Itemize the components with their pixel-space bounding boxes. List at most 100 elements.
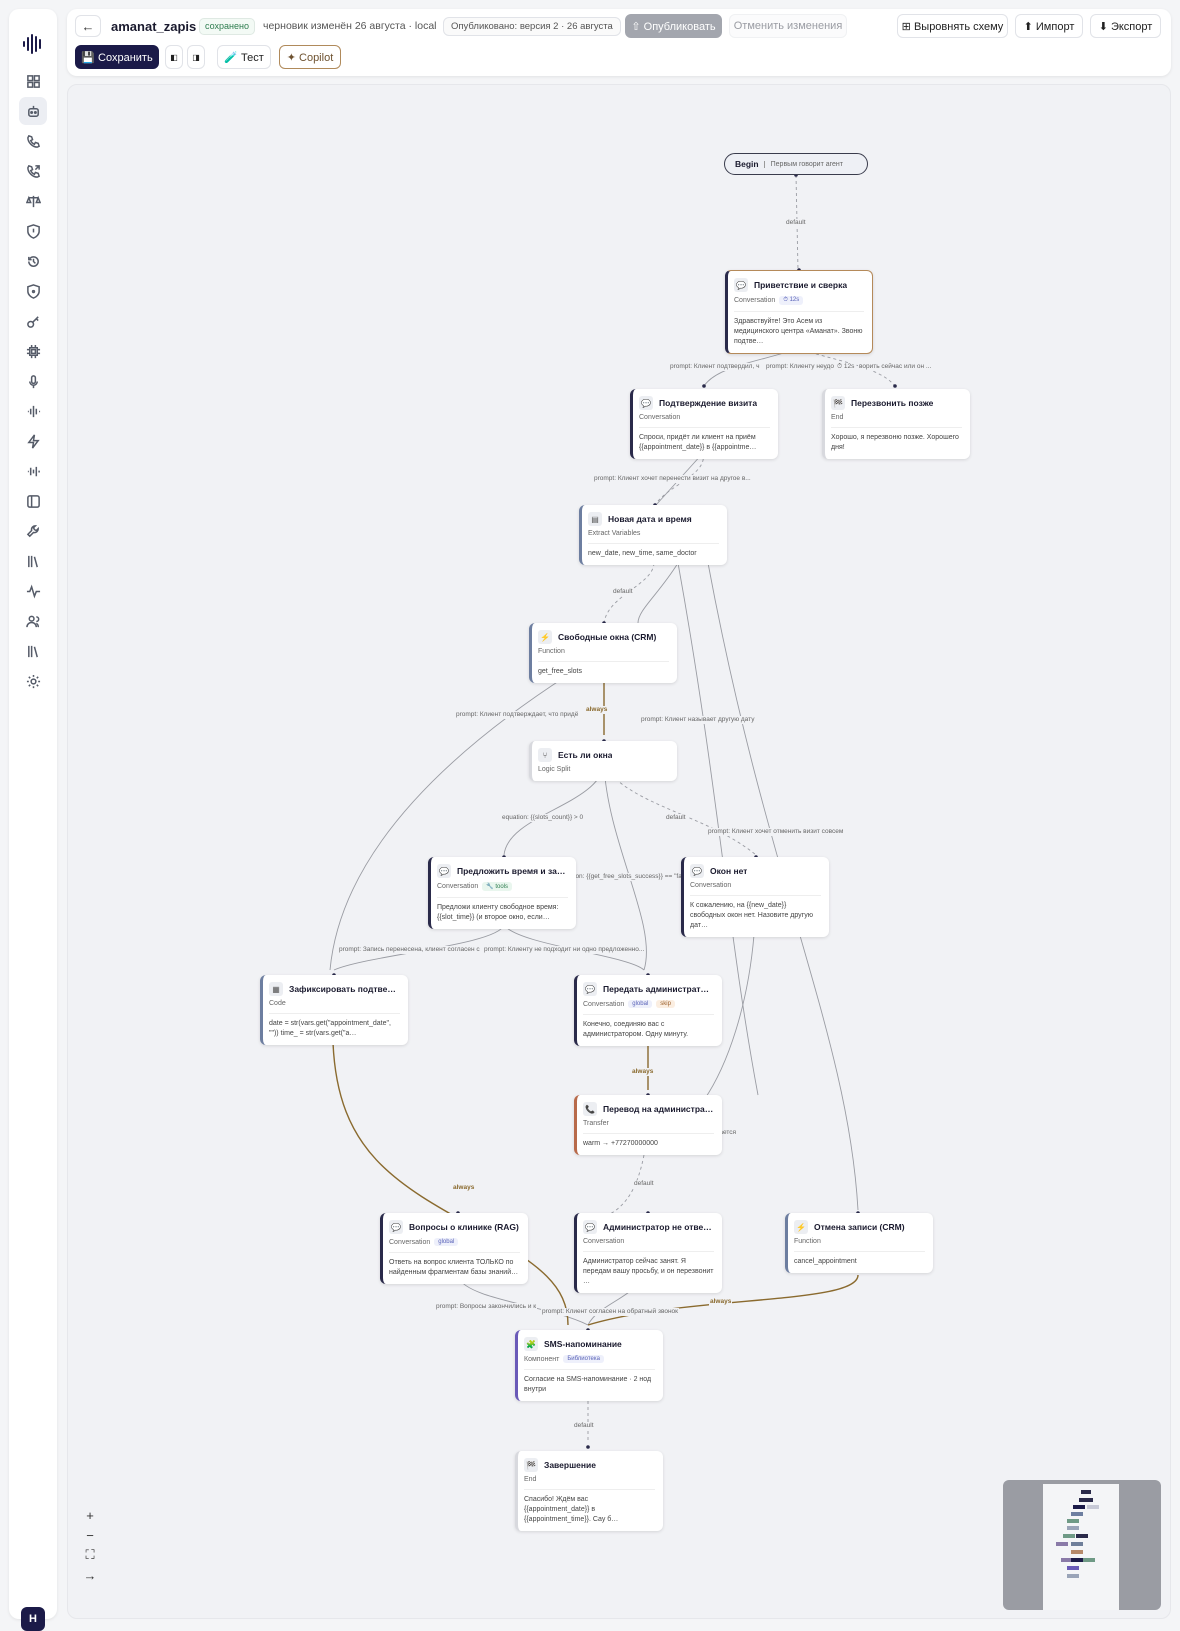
user-avatar[interactable]: H [21,1607,45,1631]
node-type: Conversation [690,882,732,889]
edge-label: default [633,1180,655,1188]
node-type: Conversation [639,414,681,421]
node-greeting[interactable]: 💬Приветствие и сверка Conversation⏱ 12s … [725,270,873,354]
zoom-out-button[interactable]: − [86,1527,94,1543]
more-controls-button[interactable]: → [83,1567,97,1583]
edge-label: ion: {{get_free_slots_success}} == "fa [573,873,683,881]
node-title: Передать администрато… [603,984,714,994]
node-fix-confirmation[interactable]: ▦Зафиксировать подтвер… Code date = str(… [260,975,408,1045]
users-icon[interactable] [19,607,47,635]
agent-name: amanat_zapis [111,19,197,34]
copilot-button[interactable]: ✦ Copilot [279,45,341,69]
node-body: Предложи клиенту свободное время: {{slot… [437,897,568,923]
layout-right-button[interactable]: ◨ [187,45,205,69]
timeout-tag: ⏱ 12s [779,296,804,305]
node-type: Conversation [734,297,776,304]
node-offer-time[interactable]: 💬Предложить время и запи… Conversation🔧 … [428,857,576,929]
node-logic-split[interactable]: ⑂Есть ли окна Logic Split [529,741,677,781]
chat-icon: 💬 [734,278,748,292]
phone-icon[interactable] [19,127,47,155]
chat-icon: 💬 [437,864,451,878]
editor-toolbar: ← amanat_zapis сохранено черновик изменё… [67,9,1171,76]
library-tag: Библиотека [563,1355,604,1363]
agents-icon[interactable] [19,97,47,125]
node-body: Ответь на вопрос клиента ТОЛЬКО по найде… [389,1252,520,1278]
edge-label-always: always [709,1298,733,1306]
edge-label: prompt: Клиенту неудо [765,363,835,371]
node-type: Компонент [524,1355,560,1363]
balance-icon[interactable] [19,187,47,215]
tools-icon[interactable] [19,517,47,545]
node-title: Приветствие и сверка [754,280,848,290]
edge-label: prompt: Клиент согласен на обратный звон… [541,1308,680,1316]
history-icon[interactable] [19,247,47,275]
shield-icon[interactable] [19,217,47,245]
outbound-call-icon[interactable] [19,157,47,185]
waveform-icon[interactable] [19,397,47,425]
microphone-icon[interactable] [19,367,47,395]
node-no-slots[interactable]: 💬Окон нет Conversation К сожалению, на {… [681,857,829,937]
node-transfer[interactable]: 📞Перевод на администрат… Transfer warm →… [574,1095,722,1155]
edge-label: prompt: Клиент хочет перенести визит на … [593,475,752,483]
fit-view-button[interactable]: ⛶ [85,1547,95,1562]
node-title: Окон нет [710,866,748,876]
export-button[interactable]: ⬇ Экспорт [1090,14,1161,38]
dashboard-icon[interactable] [19,67,47,95]
node-title: Перевод на администрат… [603,1104,714,1114]
save-button[interactable]: 💾 Сохранить [75,45,159,69]
finish-flag-icon: 🏁 [524,1458,538,1472]
node-type: Logic Split [538,766,571,773]
node-title: SMS-напоминание [544,1339,622,1349]
node-title: Есть ли окна [558,750,613,760]
edge-label: prompt: Вопросы закончились и к [435,1303,538,1311]
back-button[interactable]: ← [75,15,101,37]
node-type: Conversation [583,1238,625,1245]
node-admin-no-answer[interactable]: 💬Администратор не ответ… Conversation Ад… [574,1213,722,1293]
published-version-badge: Опубликовано: версия 2 · 26 августа [443,17,621,36]
node-confirm-visit[interactable]: 💬Подтверждение визита Conversation Спрос… [630,389,778,459]
edge-label: ⏱ 12s [836,363,856,371]
settings-icon[interactable] [19,667,47,695]
minimap-viewport[interactable] [1043,1484,1119,1610]
node-type: Transfer [583,1120,609,1127]
zoom-in-button[interactable]: + [86,1507,94,1523]
node-callback-later[interactable]: 🏁Перезвонить позже End Хорошо, я перезво… [822,389,970,459]
extract-icon: ▤ [588,512,602,526]
activity-icon[interactable] [19,577,47,605]
node-body: date = str(vars.get("appointment_date", … [269,1013,400,1039]
key-icon[interactable] [19,307,47,335]
node-finish[interactable]: 🏁Завершение End Спасибо! Ждём вас {{appo… [515,1451,663,1531]
edge-label: equation: {{slots_count}} > 0 [501,814,585,822]
node-type: Function [538,648,565,655]
node-free-slots[interactable]: ⚡Свободные окна (CRM) Function get_free_… [529,623,677,683]
node-cancel-appointment[interactable]: ⚡Отмена записи (CRM) Function cancel_app… [785,1213,933,1273]
node-title: Свободные окна (CRM) [558,632,657,642]
logo-icon [23,34,41,54]
import-button[interactable]: ⬆ Импорт [1015,14,1083,38]
node-title: Предложить время и запи… [457,866,568,876]
node-title: Подтверждение визита [659,398,758,408]
library-alt-icon[interactable] [19,637,47,665]
security-icon[interactable] [19,277,47,305]
library-icon[interactable] [19,547,47,575]
chip-icon[interactable] [19,337,47,365]
publish-button[interactable]: ⇧ Опубликовать [625,14,722,38]
node-body: Здравствуйте! Это Асем из медицинского ц… [734,311,864,347]
panel-icon[interactable] [19,487,47,515]
test-button[interactable]: 🧪 Тест [217,45,271,69]
node-new-date[interactable]: ▤Новая дата и время Extract Variables ne… [579,505,727,565]
edge-label: default [665,814,687,822]
edge-label: default [573,1422,595,1430]
edge-label: default [612,588,634,596]
layout-left-button[interactable]: ◧ [165,45,183,69]
flash-icon[interactable] [19,427,47,455]
minimap[interactable] [1003,1480,1161,1610]
align-layout-button[interactable]: ⊞ Выровнять схему [897,14,1008,38]
revert-changes-button[interactable]: Отменить изменения [729,14,847,38]
audio-icon[interactable] [19,457,47,485]
